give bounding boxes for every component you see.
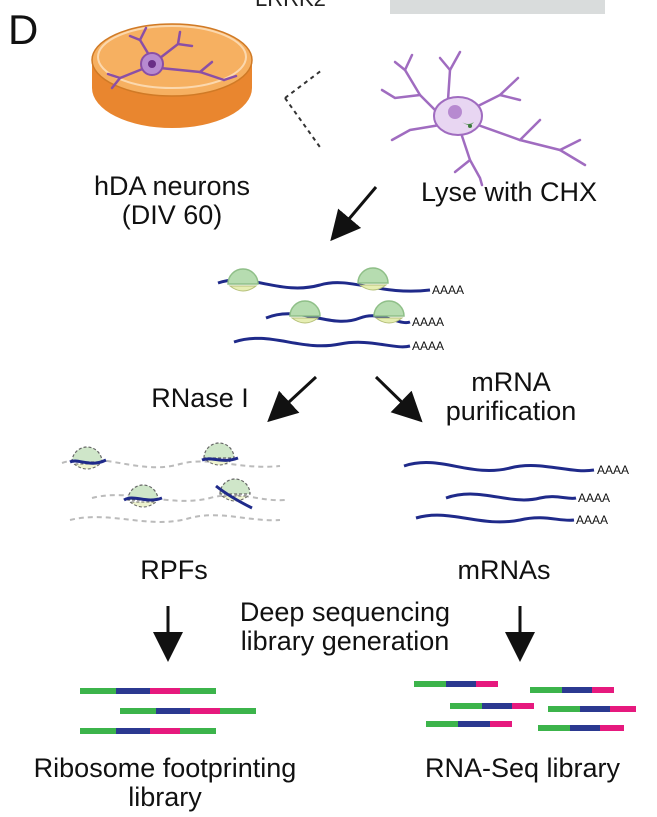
rpf-fragments bbox=[61, 442, 286, 523]
ribosome-icon bbox=[69, 446, 107, 470]
panel-letter: D bbox=[8, 6, 39, 53]
polya-label: AAAA bbox=[412, 315, 444, 329]
polya-label: AAAA bbox=[576, 513, 608, 527]
ribosome-footprinting-line2: library bbox=[128, 782, 202, 813]
rnase-label: RNase I bbox=[151, 383, 249, 413]
rpf-library-reads bbox=[80, 688, 256, 734]
mrna-purification-line2: purification bbox=[445, 396, 577, 427]
rnaseq-library-label: RNA-Seq library bbox=[424, 753, 621, 783]
ribosome-footprinting-library-label: Ribosome footprinting library bbox=[2, 753, 328, 813]
deep-sequencing-line1: Deep sequencing bbox=[239, 597, 451, 627]
deep-sequencing-label: Deep sequencing library generation bbox=[200, 597, 490, 657]
ribosome-icon bbox=[123, 484, 163, 508]
purified-mrnas: AAAA AAAA AAAA bbox=[403, 461, 629, 527]
mrna-purification-line1: mRNA bbox=[471, 367, 551, 397]
top-cropped-label: LRRK2 bbox=[255, 0, 326, 12]
ribosome-icon bbox=[227, 268, 259, 292]
div-text: (DIV 60) bbox=[121, 200, 223, 231]
polya-label: AAAA bbox=[412, 339, 444, 353]
mrnas-label: mRNAs bbox=[457, 555, 551, 585]
deep-sequencing-line2: library generation bbox=[240, 626, 450, 657]
ribosome-icon bbox=[357, 267, 389, 291]
zoom-dashed-lines bbox=[284, 69, 323, 151]
top-cropped-bar bbox=[390, 0, 605, 14]
lysate-mrnas: AAAA AAAA AAAA bbox=[217, 267, 464, 353]
lyse-label: Lyse with CHX bbox=[420, 177, 598, 207]
mrna-purification-label: mRNA purification bbox=[426, 367, 596, 427]
rnaseq-library-reads bbox=[414, 681, 636, 731]
petri-dish-icon bbox=[91, 23, 253, 128]
ribosome-icon bbox=[215, 478, 253, 510]
ribosome-icon bbox=[373, 300, 405, 324]
polya-label: AAAA bbox=[578, 491, 610, 505]
arrow-mrna-purification bbox=[374, 375, 423, 423]
hda-neurons-label: hDA neurons (DIV 60) bbox=[72, 171, 272, 231]
arrow-lyse bbox=[330, 186, 378, 242]
ribosome-footprinting-line1: Ribosome footprinting bbox=[33, 753, 297, 783]
polya-label: AAAA bbox=[432, 283, 464, 297]
hda-neurons-text: hDA neurons bbox=[93, 171, 251, 201]
ribosome-icon bbox=[201, 442, 239, 466]
polya-label: AAAA bbox=[597, 463, 629, 477]
rpfs-label: RPFs bbox=[140, 555, 208, 585]
neuron-icon bbox=[380, 50, 587, 187]
arrow-rnase bbox=[267, 375, 318, 423]
ribosome-icon bbox=[289, 300, 321, 324]
